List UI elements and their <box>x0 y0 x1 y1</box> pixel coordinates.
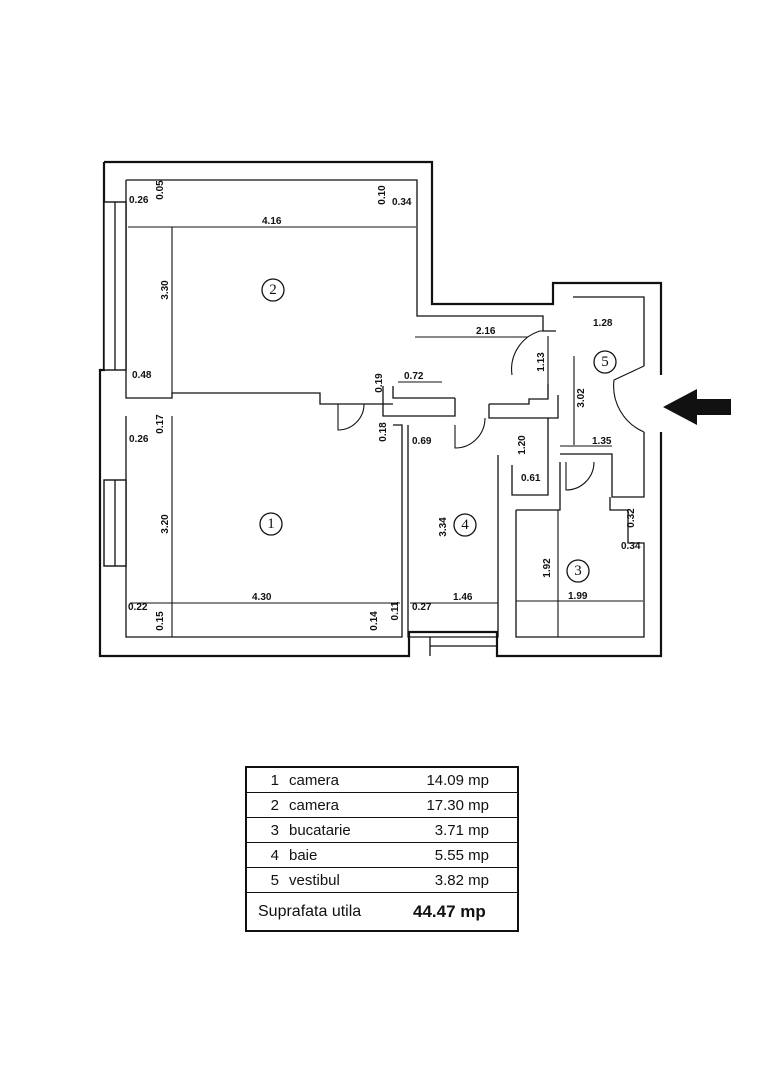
room-num: 2 <box>270 796 279 814</box>
arrow-left-icon <box>663 389 731 425</box>
dim-label: 1.20 <box>517 435 528 455</box>
room-name: camera <box>289 771 340 789</box>
dim-label: 0.17 <box>155 414 166 434</box>
room-name: baie <box>289 846 318 864</box>
dim-label: 3.34 <box>438 517 449 537</box>
area-table: 1 camera 14.09 mp 2 camera 17.30 mp 3 bu… <box>245 766 519 932</box>
room-name: camera <box>289 796 340 814</box>
dimension-lines <box>128 226 643 637</box>
dim-label: 0.15 <box>155 611 166 631</box>
dim-label: 1.13 <box>536 352 547 372</box>
dim-label: 0.34 <box>392 197 412 208</box>
total-row: Suprafata utila 44.47 mp <box>247 893 517 930</box>
room-area: 5.55 mp <box>434 846 489 864</box>
table-row: 2 camera 17.30 mp <box>247 793 517 818</box>
windows <box>103 201 127 567</box>
room-area: 3.71 mp <box>434 821 489 839</box>
total-value: 44.47 mp <box>413 901 486 921</box>
dim-label: 0.72 <box>404 371 424 382</box>
dim-label: 0.32 <box>626 508 637 528</box>
total-label: Suprafata utila <box>258 902 362 920</box>
dim-label: 0.27 <box>412 602 432 613</box>
door-kitchen <box>565 461 595 491</box>
room-area: 14.09 mp <box>426 771 489 789</box>
dim-label: 1.92 <box>542 558 553 578</box>
door-vestibule <box>511 330 556 376</box>
dim-label: 0.11 <box>390 601 401 620</box>
floor-plan: 4.16 3.30 2.16 1.28 1.13 3.02 0.48 0.19 … <box>98 160 731 658</box>
dim-label: 0.18 <box>378 422 389 442</box>
room-num: 3 <box>270 821 279 839</box>
dim-label: 1.46 <box>453 592 473 603</box>
table-row: 4 baie 5.55 mp <box>247 843 517 868</box>
door-entrance <box>613 365 645 433</box>
table-row: 3 bucatarie 3.71 mp <box>247 818 517 843</box>
room-num: 4 <box>270 846 279 864</box>
dim-label: 0.69 <box>412 436 432 447</box>
dim-label: 0.22 <box>128 602 148 613</box>
dim-label: 3.02 <box>576 388 587 408</box>
dim-label: 0.19 <box>374 373 385 393</box>
doors <box>337 330 645 491</box>
dim-label: 4.16 <box>262 216 282 227</box>
door-room-4 <box>454 417 486 449</box>
table-row: 5 vestibul 3.82 mp <box>247 868 517 893</box>
dim-label: 4.30 <box>252 592 272 603</box>
room-area: 3.82 mp <box>434 871 489 889</box>
room-num: 5 <box>270 871 279 889</box>
dimension-labels: 4.16 3.30 2.16 1.28 1.13 3.02 0.48 0.19 … <box>128 180 641 631</box>
room-number-3: 3 <box>574 563 582 579</box>
dim-label: 0.14 <box>369 611 380 631</box>
dim-label: 0.05 <box>155 180 166 200</box>
dim-label: 1.28 <box>593 318 613 329</box>
room-name: bucatarie <box>289 821 351 839</box>
table-row: 1 camera 14.09 mp <box>247 768 517 793</box>
room-area: 17.30 mp <box>426 796 489 814</box>
dim-label: 0.10 <box>377 185 388 205</box>
dim-label: 2.16 <box>476 326 496 337</box>
room-number-2: 2 <box>269 282 277 298</box>
door-room-2 <box>337 403 365 431</box>
room-labels: 2 1 4 3 5 <box>259 278 617 583</box>
dim-label: 0.48 <box>132 370 152 381</box>
dim-label: 0.34 <box>621 541 641 552</box>
dim-label: 3.30 <box>160 280 171 300</box>
dim-label: 0.26 <box>129 195 149 206</box>
room-number-5: 5 <box>601 354 609 370</box>
room-number-4: 4 <box>461 517 469 533</box>
dim-label: 1.35 <box>592 436 612 447</box>
dim-label: 0.61 <box>521 473 541 484</box>
room-name: vestibul <box>289 871 340 889</box>
dim-label: 1.99 <box>568 591 588 602</box>
dim-label: 0.26 <box>129 434 149 445</box>
dim-label: 3.20 <box>160 514 171 534</box>
room-num: 1 <box>270 771 279 789</box>
room-number-1: 1 <box>267 516 275 532</box>
